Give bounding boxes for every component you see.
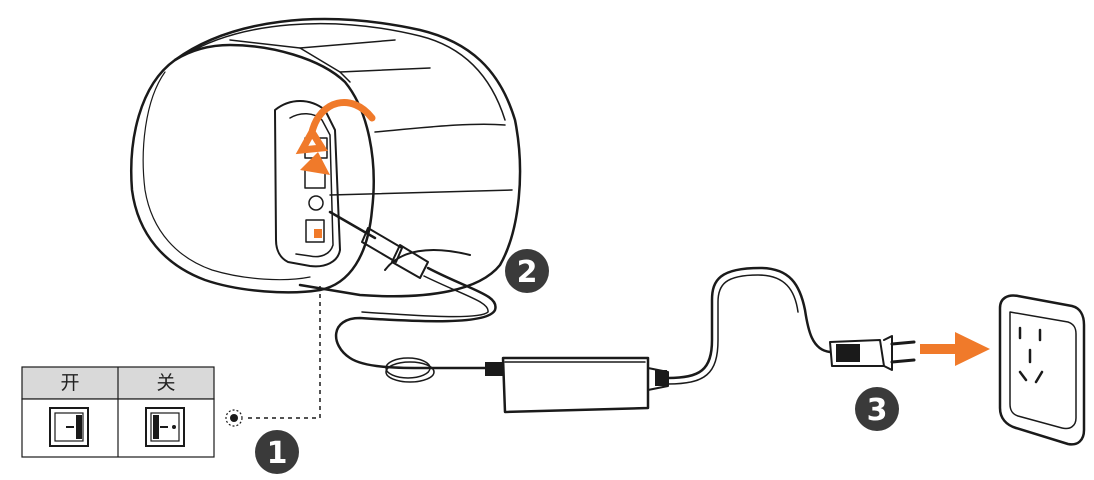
step-badge-2: 2 [505, 249, 549, 293]
arrow-head-icon [300, 152, 330, 175]
switch-state-table: 开 关 [21, 366, 215, 458]
step-number: 1 [267, 436, 288, 471]
switch-on-label: 开 [60, 372, 79, 394]
power-adapter [501, 266, 832, 414]
power-switch-indicator [314, 229, 322, 238]
switch-leader-line [225, 286, 321, 427]
dc-cable [328, 210, 503, 383]
printer-illustration [130, 17, 522, 298]
switch-on-icon [49, 407, 89, 447]
step-number: 3 [867, 393, 888, 428]
step-badge-1: 1 [255, 430, 299, 474]
insert-arrow-icon [920, 332, 990, 366]
step-number: 2 [517, 255, 538, 290]
step-badge-3: 3 [855, 387, 899, 431]
wall-plug [829, 335, 916, 371]
switch-off-icon [145, 407, 185, 447]
switch-off-label: 关 [156, 372, 175, 394]
wall-socket [998, 294, 1086, 446]
orange-curved-arrow-icon [295, 99, 376, 155]
